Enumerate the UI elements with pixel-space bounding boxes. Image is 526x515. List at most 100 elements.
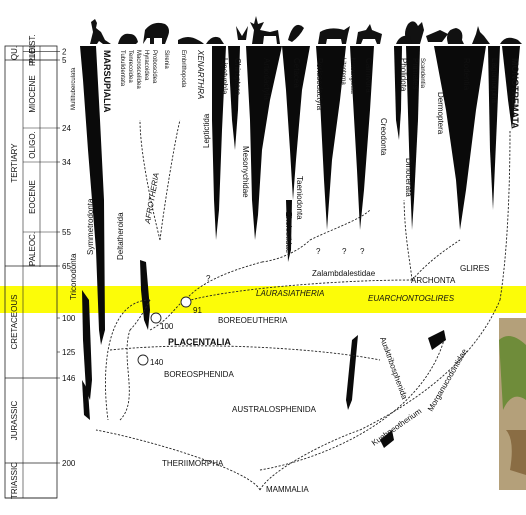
squirrel-icon: [447, 28, 464, 44]
morganucodontidae-spindle: [428, 330, 446, 350]
uncertain-mark-3: ?: [342, 247, 347, 256]
whale-icon: [288, 24, 304, 42]
armadillo-icon: [118, 33, 138, 44]
label-primates: Primates: [411, 58, 420, 90]
label-glires: GLIRES: [460, 264, 489, 273]
label-embrithopoda: Embrithopoda: [180, 50, 186, 88]
label-mammalia: MAMMALIA: [266, 485, 309, 494]
label-symmetrodonta: Symmetrodonta: [86, 198, 95, 255]
time-tick-label: 65: [62, 262, 71, 271]
label-cetacea: Cetacea: [292, 58, 301, 88]
perissodactyla-spindle: [316, 46, 346, 230]
rhino-icon: [318, 26, 350, 44]
rodentia-spindle: [434, 46, 486, 230]
label-australosphenida: AUSTRALOSPHENIDA: [232, 405, 317, 414]
label-boreoeutheria: BOREOEUTHERIA: [218, 316, 288, 325]
photo-fragment: [499, 318, 526, 490]
label-rodentia: Rodentia: [462, 58, 471, 91]
chiroptera-spindle: [228, 46, 240, 150]
epoch-label: EOCENE: [28, 180, 37, 214]
node-91: [180, 296, 192, 308]
time-tick-label: 200: [62, 459, 76, 468]
marsupialia-spindle: [80, 46, 105, 345]
epoch-label: OLIGO.: [28, 131, 37, 159]
uncertain-mark-1: ?: [206, 274, 211, 283]
node-140: [137, 354, 149, 366]
period-label: JURASSIC: [10, 400, 19, 440]
label-euarchontoglires: EUARCHONTOGLIRES: [368, 294, 455, 303]
label-boreosphenida: BOREOSPHENIDA: [164, 370, 234, 379]
label-lagomorpha: Lagomorpha: [490, 58, 499, 103]
time-tick-label: 55: [62, 228, 71, 237]
animal-silhouettes: [90, 16, 522, 44]
label-ausktribosphenida: Ausktribosphenida: [378, 336, 409, 401]
cetacea-spindle: [282, 46, 310, 200]
period-label: TERTIARY: [10, 143, 19, 183]
epoch-label: PLIO.: [28, 46, 37, 66]
lagomorpha-spindle: [488, 46, 500, 210]
label-artiodactyla: Artiodactyla: [262, 58, 271, 100]
deer-icon: [250, 16, 280, 44]
time-tick-label: 125: [62, 348, 76, 357]
period-label: CRETACEOUS: [10, 295, 19, 350]
label-pholidota: Pholidota: [399, 58, 408, 92]
platypus-icon: [500, 37, 522, 44]
label-theriimorpha: THERIIMORPHA: [162, 459, 224, 468]
label-zhelestidae: Zhelestidae: [284, 212, 293, 254]
cetacea-base-spindle: [286, 200, 292, 262]
time-tick-label: 146: [62, 374, 76, 383]
elephant-icon: [143, 22, 169, 44]
label-chiroptera: Chiroptera: [233, 58, 242, 96]
label-taeniodonta: Taeniodonta: [295, 176, 304, 220]
label-laurasiatheria: LAURASIATHERIA: [256, 289, 324, 298]
label-placentalia: PLACENTALIA: [168, 337, 231, 347]
node-91-label: 91: [193, 306, 202, 315]
label-afrotheria: AFROTHERIA: [143, 172, 161, 225]
label-dinocerata: Dinocerata: [404, 158, 413, 197]
label-macroscelidea: Macroscelidea: [135, 50, 141, 89]
gliding-mammal-icon: [426, 30, 448, 42]
label-dermoptera: Dermoptera: [436, 92, 445, 135]
uncertain-mark-4: ?: [360, 247, 365, 256]
label-tenrecoidea: Tenrecoidea: [127, 50, 133, 83]
manatee-icon: [178, 37, 204, 44]
label-litopterna: Litopterna: [340, 58, 346, 85]
label-proboscidea: Proboscidea: [151, 50, 157, 84]
hare-icon: [472, 26, 490, 44]
label-multituberculata: Multituberculata: [71, 67, 77, 110]
uncertain-mark-2: ?: [316, 247, 321, 256]
wolf-icon: [356, 24, 382, 44]
lipotyphla-spindle: [212, 46, 226, 240]
kangaroo-icon: [90, 19, 111, 44]
rodent-like-icon: [206, 36, 224, 44]
artiodactyla-spindle: [246, 46, 282, 240]
epoch-label: PALEOC.: [28, 232, 37, 266]
label-morganucodontidae: Morganucodontidae: [426, 347, 469, 413]
label-kuehneotherium: Kuehneotherium: [370, 406, 424, 447]
time-tick-label: 2: [62, 48, 67, 57]
epoch-label: PLEIST.: [28, 34, 37, 63]
pholidota-spindle: [394, 46, 402, 140]
label-archonta: ARCHONTA: [411, 276, 456, 285]
label-hyracoidea: Hyracoidea: [143, 50, 149, 81]
label-deltatheroida: Deltatheroida: [116, 212, 125, 260]
label-zalambdalestidae: Zalambdalestidae: [312, 269, 376, 278]
label-xenarthra: XENARTHRA: [196, 49, 205, 99]
monotremata-spindle: [502, 46, 520, 130]
label-perissodactyla: Perissodactyla: [315, 58, 324, 111]
kuehneotherium-spindle: [380, 430, 394, 448]
divergence-nodes: 91 100 140: [137, 296, 202, 367]
symmetrodonta-spindle: [82, 380, 90, 420]
time-tick-label: 24: [62, 124, 71, 133]
uncertain-branches: ? ? ? ?: [206, 247, 365, 283]
label-notoungulata: Notoungulata: [349, 58, 355, 94]
clade-labels: Zalambdalestidae ARCHONTA GLIRES AFROTHE…: [143, 172, 489, 494]
label-tubulidentata: Tubulidentata: [119, 50, 125, 87]
placentalia-spindle: [140, 260, 150, 330]
time-tick-label: 34: [62, 158, 71, 167]
label-sirenia: Sirenia: [163, 50, 169, 69]
carnivora-spindle: [350, 46, 374, 230]
epoch-label: MIOCENE: [28, 75, 37, 112]
